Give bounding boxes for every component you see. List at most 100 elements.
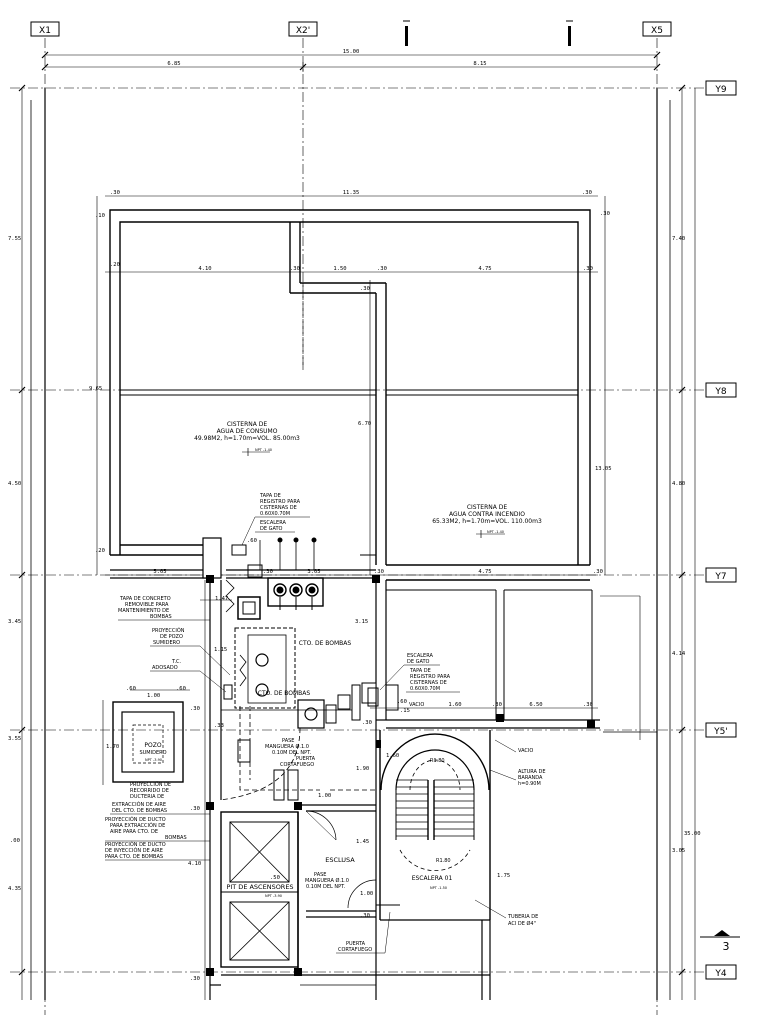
- svg-text:Y4: Y4: [714, 969, 726, 979]
- grid-lines: [10, 38, 705, 1015]
- svg-text:6.50: 6.50: [529, 702, 542, 708]
- esclusa-walls: [297, 804, 400, 975]
- svg-text:.30: .30: [374, 569, 384, 575]
- svg-text:CISTERNA DE: CISTERNA DE: [467, 504, 508, 511]
- svg-text:6.85: 6.85: [167, 61, 180, 67]
- svg-text:.30: .30: [582, 190, 592, 196]
- svg-text:1.00: 1.00: [360, 891, 373, 897]
- room-label-bombas-small: CTO. DE BOMBAS: [258, 690, 311, 697]
- svg-text:.30: .30: [110, 190, 120, 196]
- note-tuberia: TUBERIA DE ACI DE Ø4": [474, 899, 538, 927]
- svg-text:3.55: 3.55: [8, 736, 21, 742]
- svg-text:NPT -3.90: NPT -3.90: [145, 758, 162, 762]
- svg-text:PARA CTO. DE BOMBAS: PARA CTO. DE BOMBAS: [105, 854, 163, 860]
- svg-text:.10: .10: [95, 213, 105, 219]
- note-vacio: VACIO: [409, 702, 424, 708]
- svg-text:1.90: 1.90: [356, 766, 369, 772]
- svg-text:.30: .30: [290, 266, 300, 272]
- svg-text:3.45: 3.45: [8, 619, 21, 625]
- dimension-ticks: [18, 51, 686, 976]
- sump-pit: [112, 701, 184, 783]
- svg-text:.30: .30: [583, 702, 593, 708]
- svg-text:DE POZO: DE POZO: [160, 634, 183, 640]
- svg-text:PIT DE ASCENSORES: PIT DE ASCENSORES: [226, 883, 293, 891]
- grid-row-y9: Y9: [705, 80, 737, 96]
- svg-text:SUMIDERO: SUMIDERO: [139, 750, 166, 756]
- svg-text:CISTERNAS DE: CISTERNAS DE: [260, 505, 297, 511]
- svg-text:.30: .30: [377, 266, 387, 272]
- svg-text:1.60: 1.60: [448, 702, 461, 708]
- svg-text:8.15: 8.15: [473, 61, 486, 67]
- svg-text:ESCALERA: ESCALERA: [407, 653, 433, 659]
- section-marker: 3: [700, 930, 740, 953]
- note-proy-extraccion: PROYECCIÓN DE DUCTO PARA EXTRACCIÓN DE A…: [105, 816, 210, 842]
- svg-text:PROYECCIÓN DE DUCTO: PROYECCIÓN DE DUCTO: [105, 841, 166, 848]
- svg-text:CISTERNA DE: CISTERNA DE: [227, 421, 268, 428]
- note-vacio-2: VACIO: [518, 748, 533, 754]
- note-radius-a: R1.80: [430, 758, 445, 764]
- svg-text:.30: .30: [190, 706, 200, 712]
- svg-text:65.33M2, h=1.70m=VOL. 110.00m3: 65.33M2, h=1.70m=VOL. 110.00m3: [432, 518, 542, 525]
- note-escalera-gato-b: ESCALERA DE GATO: [379, 653, 440, 691]
- svg-text:CORTAFUEGO: CORTAFUEGO: [280, 762, 314, 768]
- note-escalera-gato-a: ESCALERA DE GATO: [255, 520, 295, 533]
- svg-text:NPT -1.50: NPT -1.50: [430, 886, 447, 890]
- svg-text:Y9: Y9: [714, 85, 726, 95]
- bottom-walls: [210, 974, 490, 986]
- note-proy-ductos: PROYECCIÓN DE RECORRIDO DE DUCTERIA DE E…: [110, 781, 210, 815]
- svg-text:X2': X2': [296, 26, 310, 36]
- svg-text:0.10M DEL NPT.: 0.10M DEL NPT.: [272, 750, 312, 756]
- svg-text:.30: .30: [492, 702, 502, 708]
- svg-text:35.00: 35.00: [684, 831, 701, 837]
- note-puerta-b: PUERTA CORTAFUEGO: [336, 911, 391, 954]
- svg-text:1.00: 1.00: [147, 693, 160, 699]
- svg-text:TUBERIA DE: TUBERIA DE: [507, 914, 538, 920]
- svg-text:T.C.: T.C.: [171, 659, 182, 665]
- svg-text:.20: .20: [95, 548, 105, 554]
- svg-text:ACI DE Ø4": ACI DE Ø4": [508, 920, 536, 927]
- svg-text:4.10: 4.10: [198, 266, 211, 272]
- svg-text:Y8: Y8: [714, 387, 726, 397]
- staircase: [379, 730, 491, 1000]
- svg-text:TAPA DE CONCRETO: TAPA DE CONCRETO: [119, 596, 171, 602]
- room-label-esclusa: ESCLUSA: [325, 856, 355, 864]
- svg-text:7.40: 7.40: [672, 236, 685, 242]
- svg-text:0.60X0.70M: 0.60X0.70M: [260, 511, 290, 517]
- svg-text:DE INYECCIÓN DE AIRE: DE INYECCIÓN DE AIRE: [105, 847, 163, 854]
- svg-text:h=0.90M: h=0.90M: [518, 781, 541, 787]
- svg-text:.33: .33: [214, 723, 224, 729]
- svg-text:4.80: 4.80: [672, 481, 685, 487]
- svg-text:DE GATO: DE GATO: [260, 526, 283, 532]
- svg-text:POZO: POZO: [144, 742, 161, 749]
- svg-text:0.60X0.70M: 0.60X0.70M: [410, 686, 440, 692]
- svg-text:5.05: 5.05: [153, 569, 166, 575]
- grid-column-x5: X5: [642, 21, 672, 37]
- svg-text:REMOVIBLE PARA: REMOVIBLE PARA: [125, 602, 169, 608]
- svg-text:PROYECCIÓN DE: PROYECCIÓN DE: [130, 781, 171, 788]
- svg-text:X5: X5: [651, 26, 663, 36]
- outer-walls: [30, 88, 671, 1000]
- note-pase-a: PASE MANGUERA Ø.1.0 0.10M DEL NPT.: [265, 738, 312, 756]
- svg-text:X1: X1: [39, 26, 51, 36]
- svg-text:.60: .60: [126, 686, 136, 692]
- svg-text:BOMBAS: BOMBAS: [165, 835, 187, 841]
- svg-text:.20: .20: [110, 262, 120, 268]
- svg-text:.50: .50: [270, 875, 280, 881]
- grid-row-y7: Y7: [705, 567, 737, 583]
- svg-text:.30: .30: [360, 913, 370, 919]
- svg-text:1.00: 1.00: [318, 793, 331, 799]
- note-tapa-concreto: TAPA DE CONCRETO REMOVIBLE PARA MANTENIM…: [118, 596, 232, 621]
- note-tapa-registro-b: TAPA DE REGISTRO PARA CISTERNAS DE 0.60X…: [406, 668, 460, 693]
- svg-text:CORTAFUEGO: CORTAFUEGO: [338, 947, 372, 953]
- svg-text:49.98M2, h=1.70m=VOL. 85.00m3: 49.98M2, h=1.70m=VOL. 85.00m3: [194, 435, 300, 442]
- note-proy-inyeccion: PROYECCIÓN DE DUCTO DE INYECCIÓN DE AIRE…: [105, 841, 210, 861]
- elevator-pit: [220, 811, 299, 968]
- svg-text:DE GATO: DE GATO: [407, 659, 430, 665]
- svg-text:3: 3: [723, 940, 730, 953]
- svg-text:CISTERNAS DE: CISTERNAS DE: [410, 680, 447, 686]
- svg-text:11.35: 11.35: [343, 190, 360, 196]
- note-radius-b: R1.80: [436, 858, 451, 864]
- pump-equipment: [223, 537, 399, 801]
- room-label-bombas: CTO. DE BOMBAS: [299, 640, 352, 647]
